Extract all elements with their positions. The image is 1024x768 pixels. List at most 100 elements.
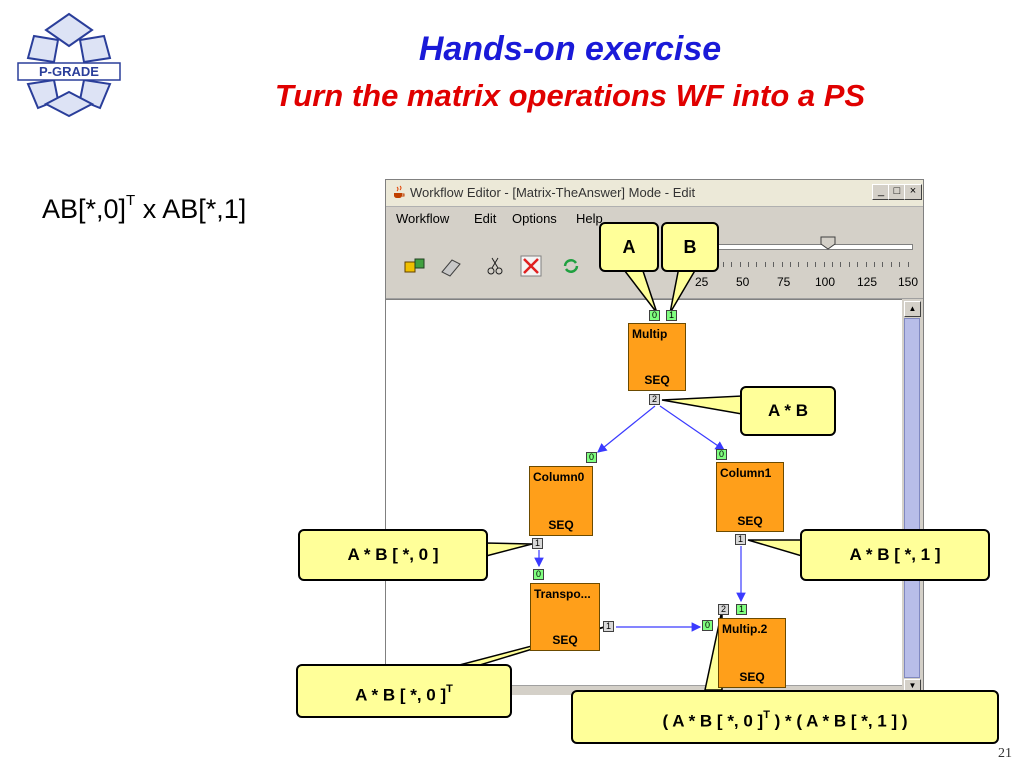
callout-ab-col0-transposed: A * B [ *, 0 ]T xyxy=(296,664,512,718)
zoom-tick-mark xyxy=(790,262,791,267)
zoom-tick-100: 100 xyxy=(815,275,836,289)
formula-post: x AB[*,1] xyxy=(135,194,247,224)
job-name: Column1 xyxy=(720,466,772,480)
java-cup-icon xyxy=(394,185,405,199)
menu-workflow[interactable]: Workflow xyxy=(396,211,450,226)
job-mode: SEQ xyxy=(739,670,765,684)
job-multip2[interactable]: Multip.2 SEQ xyxy=(718,618,786,688)
formula-pre: AB[*,0] xyxy=(42,194,127,224)
job-column0[interactable]: Column0 SEQ xyxy=(529,466,593,536)
port-column0-in[interactable]: 0 xyxy=(586,452,597,463)
zoom-ticks xyxy=(386,232,923,298)
job-name: Column0 xyxy=(533,470,585,484)
callout-ab-col0: A * B [ *, 0 ] xyxy=(298,529,488,581)
callout-sup: T xyxy=(763,709,770,721)
zoom-tick-mark xyxy=(815,262,817,267)
job-multip[interactable]: Multip SEQ xyxy=(628,323,686,391)
zoom-tick-mark xyxy=(907,262,909,267)
port-multip-out[interactable]: 2 xyxy=(649,394,660,405)
callout-text: A * B [ *, 0 ] xyxy=(355,685,447,705)
callout-text-pre: ( A * B [ *, 0 ] xyxy=(662,711,764,731)
callout-result: ( A * B [ *, 0 ]T ) * ( A * B [ *, 1 ] ) xyxy=(571,690,999,744)
edge-multip-column0 xyxy=(597,405,656,453)
zoom-tick-mark xyxy=(882,262,884,267)
zoom-tick-mark xyxy=(756,262,758,267)
zoom-tick-mark xyxy=(722,262,724,267)
job-mode: SEQ xyxy=(548,518,574,532)
zoom-tick-mark xyxy=(874,262,875,267)
add-job-icon[interactable] xyxy=(402,254,428,278)
zoom-tick-50: 50 xyxy=(736,275,750,289)
zoom-tick-mark xyxy=(731,262,733,267)
window-title: Workflow Editor - [Matrix-TheAnswer] Mod… xyxy=(410,185,696,200)
scroll-up-button[interactable]: ▲ xyxy=(904,301,921,317)
port-column1-in[interactable]: 0 xyxy=(716,449,727,460)
toolbar: 25 50 75 100 125 150 xyxy=(386,232,923,299)
edge-multip-column1 xyxy=(659,405,725,451)
zoom-tick-mark xyxy=(865,262,867,267)
port-multip-in1[interactable]: 1 xyxy=(666,310,677,321)
zoom-tick-mark xyxy=(899,262,901,267)
callout-ab-pointer xyxy=(661,395,743,415)
port-column0-out[interactable]: 1 xyxy=(532,538,543,549)
menu-help[interactable]: Help xyxy=(576,211,603,226)
port-multip2-in0[interactable]: 0 xyxy=(702,620,713,631)
port-multip2-in1[interactable]: 1 xyxy=(736,604,747,615)
zoom-tick-mark xyxy=(890,262,892,267)
job-mode: SEQ xyxy=(644,373,670,387)
port-column1-out[interactable]: 1 xyxy=(735,534,746,545)
formula-sup: T xyxy=(126,192,136,209)
logo-graphic: P-GRADE xyxy=(17,12,121,118)
callout-a: A xyxy=(599,222,659,272)
job-transpose[interactable]: Transpo... SEQ xyxy=(530,583,600,651)
port-multip2-out[interactable]: 2 xyxy=(718,604,729,615)
zoom-tick-mark xyxy=(764,262,766,267)
menu-bar: Workflow Edit Options Help xyxy=(386,207,923,231)
zoom-tick-125: 125 xyxy=(857,275,878,289)
scroll-thumb[interactable] xyxy=(904,318,920,678)
callout-sup: T xyxy=(446,683,453,695)
callout-col1-pointer xyxy=(747,539,803,558)
callout-text-post: ) * ( A * B [ *, 1 ] ) xyxy=(769,711,908,731)
zoom-tick-mark xyxy=(823,262,825,267)
zoom-tick-mark xyxy=(832,262,833,267)
zoom-tick-mark xyxy=(739,262,741,267)
zoom-tick-mark xyxy=(806,262,808,267)
zoom-tick-mark xyxy=(798,262,800,267)
callout-col0-pointer xyxy=(485,542,533,557)
zoom-tick-mark xyxy=(781,262,783,267)
job-column1[interactable]: Column1 SEQ xyxy=(716,462,784,532)
menu-edit[interactable]: Edit xyxy=(474,211,497,226)
zoom-tick-25: 25 xyxy=(695,275,709,289)
port-transpose-out[interactable]: 1 xyxy=(603,621,614,632)
slide-number: 21 xyxy=(998,746,1012,761)
logo-text: P-GRADE xyxy=(39,64,99,79)
zoom-tick-mark xyxy=(773,262,775,267)
refresh-icon[interactable] xyxy=(558,254,584,278)
formula: AB[*,0]T x AB[*,1] xyxy=(42,192,247,225)
port-multip-in0[interactable]: 0 xyxy=(649,310,660,321)
cut-icon[interactable] xyxy=(482,254,508,278)
port-transpose-in[interactable]: 0 xyxy=(533,569,544,580)
add-port-icon[interactable] xyxy=(438,254,464,278)
slide-title: Hands-on exercise xyxy=(418,30,722,68)
zoom-tick-75: 75 xyxy=(777,275,791,289)
callout-ab: A * B xyxy=(740,386,836,436)
zoom-slider-thumb[interactable] xyxy=(820,236,836,250)
job-mode: SEQ xyxy=(552,633,578,647)
close-button[interactable]: × xyxy=(904,184,922,200)
menu-options[interactable]: Options xyxy=(512,211,557,226)
callout-ab-col1: A * B [ *, 1 ] xyxy=(800,529,990,581)
zoom-tick-mark xyxy=(857,262,859,267)
callout-b: B xyxy=(661,222,719,272)
delete-icon[interactable] xyxy=(518,254,544,278)
p-grade-logo: P-GRADE xyxy=(14,10,124,120)
zoom-tick-mark xyxy=(748,262,749,267)
vertical-scrollbar[interactable]: ▲ ▼ xyxy=(902,299,922,694)
window-titlebar[interactable]: Workflow Editor - [Matrix-TheAnswer] Mod… xyxy=(386,180,923,207)
zoom-tick-mark xyxy=(840,262,842,267)
slide-subtitle: Turn the matrix operations WF into a PS xyxy=(274,78,866,113)
zoom-tick-150: 150 xyxy=(898,275,919,289)
job-name: Transpo... xyxy=(534,587,591,601)
zoom-tick-mark xyxy=(848,262,850,267)
